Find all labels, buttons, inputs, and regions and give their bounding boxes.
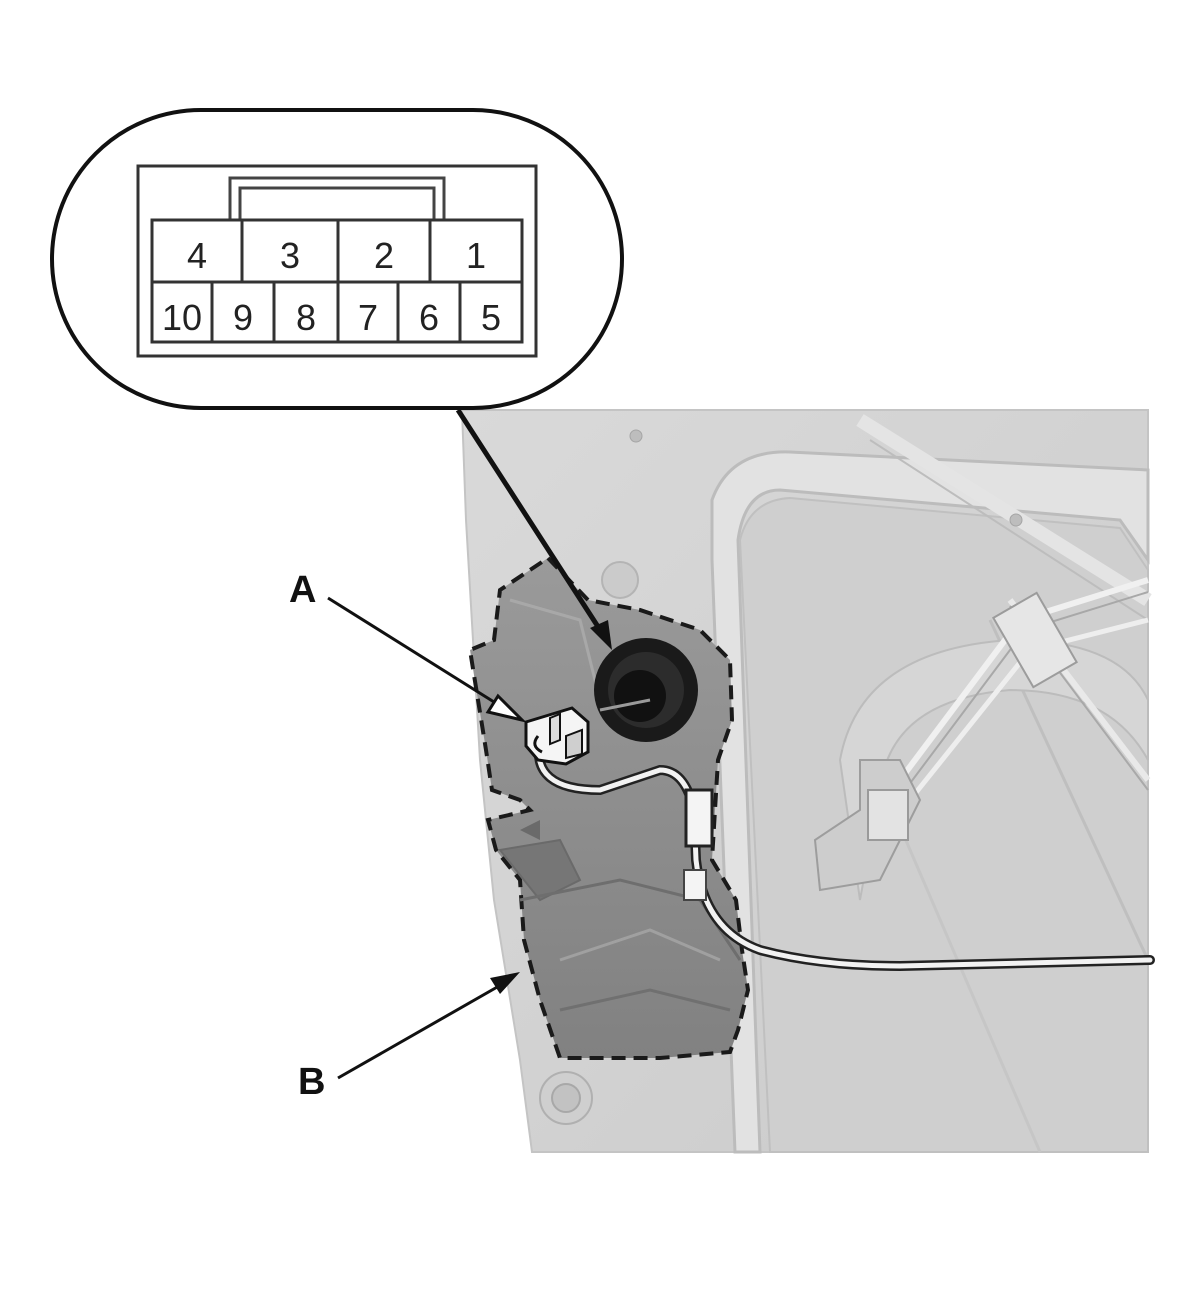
callout-label-b: B xyxy=(298,1061,325,1103)
pin-1: 1 xyxy=(466,235,486,276)
connector-zoom-bubble: 4 3 2 1 10 9 8 7 6 5 xyxy=(50,108,624,410)
pin-6: 6 xyxy=(419,297,439,338)
pin-9: 9 xyxy=(233,297,253,338)
callout-label-a: A xyxy=(289,569,316,611)
pin-4: 4 xyxy=(187,235,207,276)
connector-face: 4 3 2 1 10 9 8 7 6 5 xyxy=(136,164,538,358)
pin-7: 7 xyxy=(358,297,378,338)
pin-5: 5 xyxy=(481,297,501,338)
pin-2: 2 xyxy=(374,235,394,276)
pin-8: 8 xyxy=(296,297,316,338)
callout-a: A xyxy=(289,569,527,723)
callout-b: B xyxy=(298,972,520,1103)
zoom-leader-arrow xyxy=(590,620,612,650)
zoom-leader-line xyxy=(455,408,607,638)
pin-3: 3 xyxy=(280,235,300,276)
connector-a xyxy=(524,706,590,766)
pin-10: 10 xyxy=(162,297,202,338)
wire-harness xyxy=(533,735,1155,972)
